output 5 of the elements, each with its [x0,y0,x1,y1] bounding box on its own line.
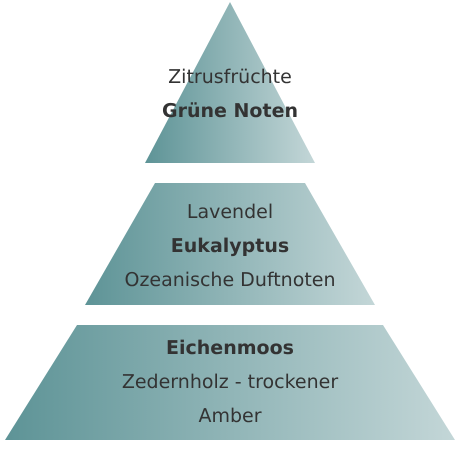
note-text: Eichenmoos [166,336,294,361]
note-text: Eukalyptus [170,234,290,259]
note-text: Ozeanische Duftnoten [124,268,336,293]
note-text: Zedernholz - trockener Amber [120,370,340,429]
note-text: Lavendel [186,200,274,225]
